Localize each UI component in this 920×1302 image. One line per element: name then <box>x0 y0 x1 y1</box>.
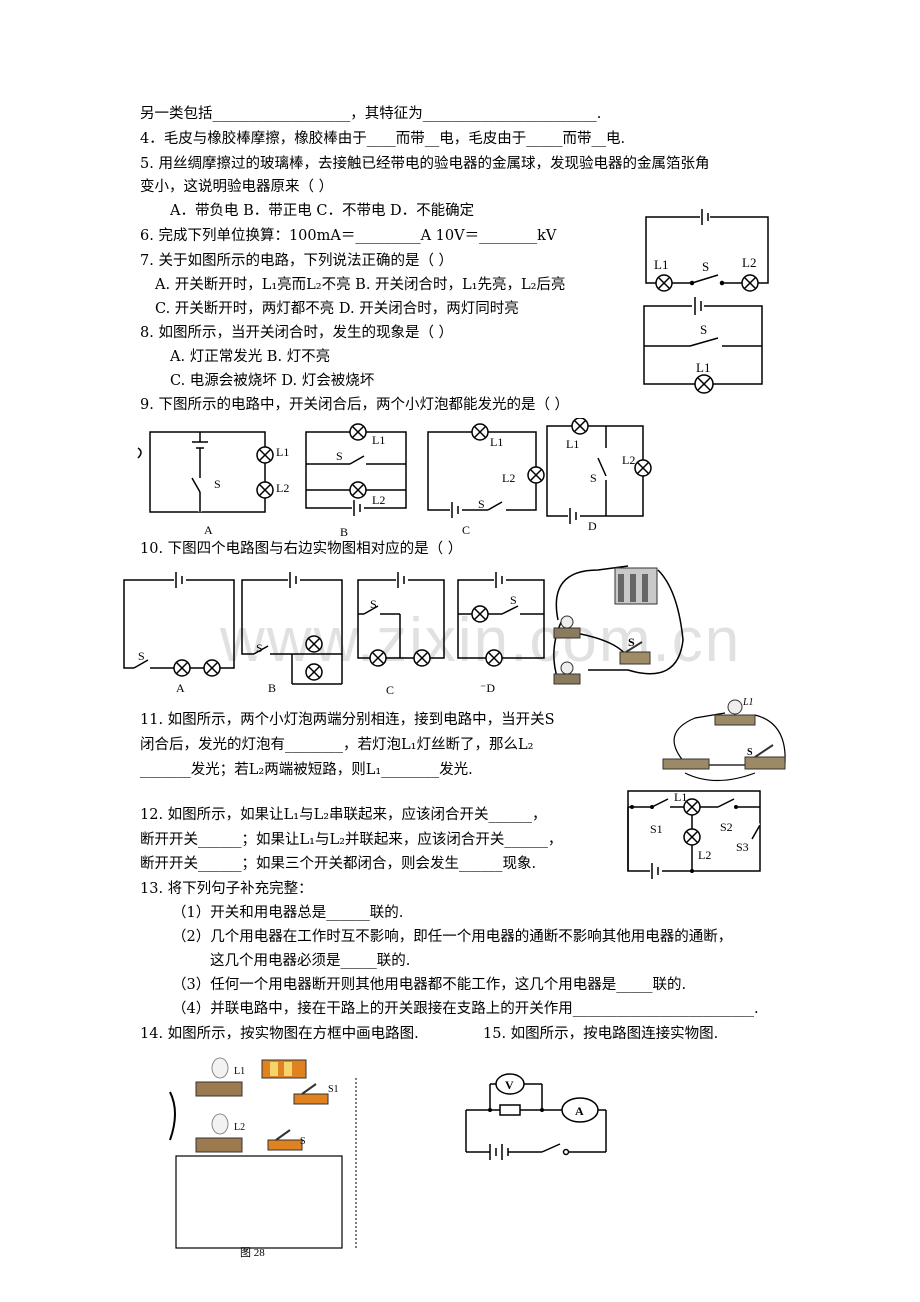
q7-label-l1: L1 <box>654 257 668 272</box>
q14-label-s1: S1 <box>328 1084 339 1095</box>
q9c-label-l2: L2 <box>502 471 515 485</box>
question-9: 9. 下图所示的电路中，开关闭合后，两个小灯泡都能发光的是（ ） <box>140 397 570 413</box>
q15-voltmeter-label: V <box>505 1078 514 1092</box>
question-13-2: （2）几个用电器在工作时互不影响，即任一个用电器的通断不影响其他用电器的通断， <box>172 929 733 945</box>
question-7: 7. 关于如图所示的电路，下列说法正确的是（ ） <box>140 253 454 269</box>
question-11-cont2: _______发光；若L₂两端被短路，则L₁________发光. <box>140 762 473 778</box>
q10-label-d: ⁻D <box>480 681 495 695</box>
question-10: 10. 下图四个电路图与右边实物图相对应的是（ ） <box>140 541 463 557</box>
q10-label-a: A <box>176 681 185 695</box>
q7-label-s: S <box>702 259 709 274</box>
q9b-label-l2: L2 <box>372 493 385 507</box>
q12-label-l1: L1 <box>674 790 687 804</box>
q15-circuit-diagram: V A <box>465 1073 607 1160</box>
question-13-4: （4）并联电路中，接在干路上的开关跟接在支路上的开关作用____________… <box>172 1001 759 1017</box>
line-classification: 另一类包括___________________，其特征为___________… <box>140 106 602 122</box>
q10-label-b: B <box>268 681 276 695</box>
q12-label-s2: S2 <box>720 820 733 834</box>
q10-circuit-diagrams: S A S B S C S ⁻D S <box>123 565 684 697</box>
q8-label-l1: L1 <box>696 360 710 375</box>
q9-label-b: B <box>340 525 348 536</box>
q10-photo-label-s: S <box>628 635 635 649</box>
question-7-options-cd: C. 开关断开时，两灯都不亮 D. 开关闭合时，两灯同时亮 <box>155 301 519 317</box>
question-12-cont2: 断开开关______；如果三个开关都闭合，则会发生______现象. <box>140 856 537 872</box>
q14-label-s: S <box>300 1136 306 1147</box>
q8-circuit-diagram: S L1 <box>643 297 763 394</box>
question-11-cont1: 闭合后，发光的灯泡有________，若灯泡L₁灯丝断了，那么L₂ <box>140 737 534 753</box>
question-15: 15. 如图所示，按电路图连接实物图. <box>483 1026 719 1042</box>
q10-label-c: C <box>386 683 394 697</box>
question-11: 11. 如图所示，两个小灯泡两端分别相连，接到电路中，当开关S <box>140 712 555 728</box>
q9b-label-l1: L1 <box>372 433 385 447</box>
q12-label-s1: S1 <box>650 822 663 836</box>
q12-label-s3: S3 <box>736 840 749 854</box>
q14-physical-diagram: L1 L2 S1 S <box>169 1057 357 1249</box>
question-8-options-cd: C. 电源会被烧坏 D. 灯会被烧坏 <box>170 373 375 389</box>
q10c-label-s: S <box>370 597 377 611</box>
q9a-label-s: S <box>214 477 221 491</box>
question-5: 5. 用丝绸摩擦过的玻璃棒，去接触已经带电的验电器的金属球，发现验电器的金属箔张… <box>140 156 710 172</box>
q9b-label-s: S <box>336 449 343 463</box>
q9a-label-l1: L1 <box>276 445 289 459</box>
question-8-options-ab: A. 灯正常发光 B. 灯不亮 <box>170 349 331 365</box>
question-12-cont1: 断开开关______；如果让L₁与L₂并联起来，应该闭合开关______， <box>140 832 563 848</box>
q12-label-l2: L2 <box>698 848 711 862</box>
q9-circuit-diagrams: L1 L2 S A L1 S L2 B L1 L2 S C L1 L2 S D <box>137 418 652 536</box>
q9a-label-l2: L2 <box>276 481 289 495</box>
q11-label-l1: L1 <box>742 697 754 708</box>
question-5-cont: 变小，这说明验电器原来（ ） <box>140 179 334 195</box>
q9c-label-s: S <box>478 497 485 511</box>
q10d-label-s: S <box>510 593 517 607</box>
question-4: 4．毛皮与橡胶棒摩擦，橡胶棒由于____而带__电，毛皮由于_____而带__电… <box>140 131 626 147</box>
q9d-label-s: S <box>590 471 597 485</box>
q12-circuit-diagram: L1 S1 S2 L2 S3 <box>627 790 761 879</box>
q11-physical-diagram: L1 S <box>662 697 786 782</box>
q8-label-s: S <box>700 322 707 337</box>
figure-caption: 图 28 <box>240 1247 265 1259</box>
q9d-label-l2: L2 <box>622 453 635 467</box>
q7-circuit-diagram: L1 S L2 <box>645 209 769 292</box>
question-12: 12. 如图所示，如果让L₁与L₂串联起来，应该闭合开关______， <box>140 807 547 823</box>
q14-label-l2: L2 <box>234 1122 245 1133</box>
question-6: 6. 完成下列单位换算：100mA＝_________A 10V＝_______… <box>140 228 557 244</box>
q9-label-d: D <box>588 519 597 533</box>
question-14: 14. 如图所示，按实物图在方框中画电路图. <box>140 1026 419 1042</box>
question-13-3: （3）任何一个用电器断开则其他用电器都不能工作，这几个用电器是_____联的. <box>172 977 687 993</box>
question-8: 8. 如图所示，当开关闭合时，发生的现象是（ ） <box>140 325 454 341</box>
q14-label-l1: L1 <box>234 1066 245 1077</box>
question-13-1: （1）开关和用电器总是______联的. <box>172 905 404 921</box>
q14-answer-box[interactable] <box>175 1155 343 1249</box>
question-5-options: A．带负电 B．带正电 C．不带电 D．不能确定 <box>170 203 475 219</box>
q7-label-l2: L2 <box>742 255 756 270</box>
q9-label-c: C <box>462 523 470 536</box>
q11-label-s: S <box>747 747 753 758</box>
q15-ammeter-label: A <box>575 1104 584 1118</box>
question-13-2-cont: 这几个用电器必须是_____联的. <box>210 953 411 969</box>
q10a-label-s: S <box>138 649 145 663</box>
q9d-label-l1: L1 <box>566 437 579 451</box>
q10b-label-s: S <box>256 641 263 655</box>
question-7-options-ab: A. 开关断开时，L₁亮而L₂不亮 B. 开关闭合时，L₁先亮，L₂后亮 <box>155 277 566 293</box>
question-13: 13. 将下列句子补充完整： <box>140 881 313 897</box>
q9-label-a: A <box>204 523 213 536</box>
q9c-label-l1: L1 <box>490 435 503 449</box>
